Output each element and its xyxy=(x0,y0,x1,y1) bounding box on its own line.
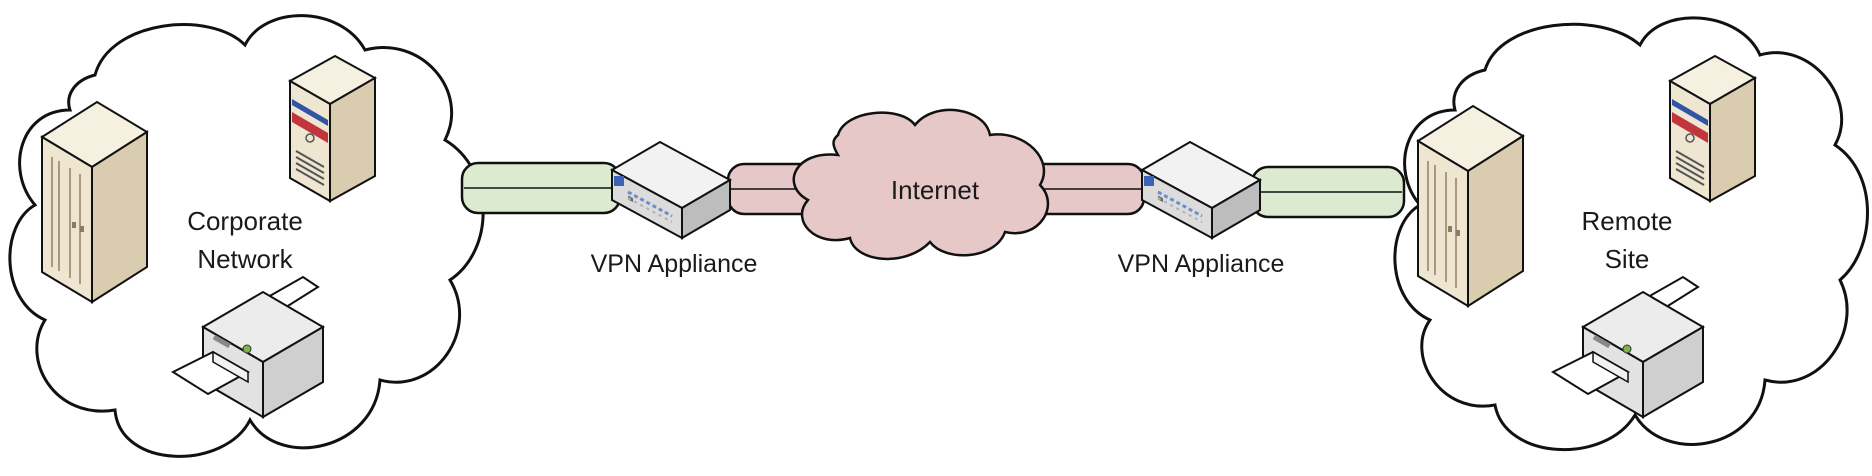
right-vpn-label: VPN Appliance xyxy=(1118,250,1285,278)
corporate-label-line2: Network xyxy=(197,244,293,274)
vpn-appliance-icon xyxy=(610,140,732,240)
internet-cloud xyxy=(792,108,1050,261)
remote-label-line1: Remote xyxy=(1581,206,1672,236)
server-small-icon xyxy=(289,55,376,202)
remote-label-line2: Site xyxy=(1605,244,1650,274)
server-small-icon xyxy=(1669,55,1756,202)
internet-label: Internet xyxy=(891,175,980,205)
server-tower-icon xyxy=(1417,105,1524,307)
server-tower-icon xyxy=(41,101,148,303)
left-vpn-label: VPN Appliance xyxy=(591,250,758,278)
vpn-appliance-icon xyxy=(1140,140,1262,240)
corporate-label-line1: Corporate xyxy=(187,206,303,236)
